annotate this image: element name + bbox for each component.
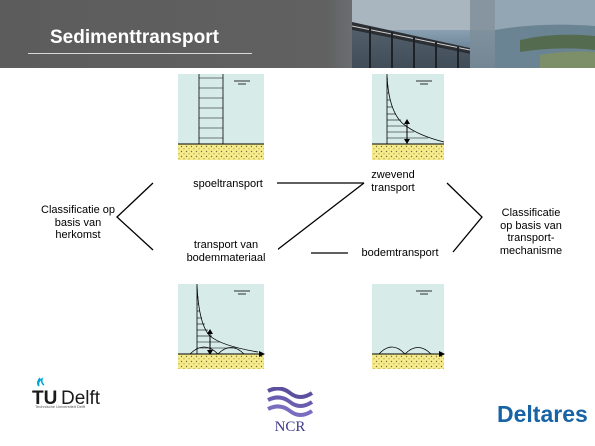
title-underline	[28, 53, 252, 54]
label-class-origin: Classificatie op basis van herkomst	[41, 204, 115, 241]
panel-bedload	[372, 284, 445, 369]
deltares-logo: Deltares	[497, 401, 588, 427]
connector-lines	[116, 182, 483, 254]
slide-title: Sedimenttransport	[50, 27, 219, 48]
slide-header: Sedimenttransport	[0, 0, 595, 68]
tudelft-word: Delft	[61, 388, 101, 409]
panel-bed-material	[178, 284, 265, 369]
panel-suspended	[372, 74, 445, 160]
tu-letters: TU	[32, 388, 58, 409]
sediment-diagram	[116, 74, 483, 369]
label-class-mechanism: Classificatie op basis van transport- me…	[499, 207, 563, 257]
panel-washload	[178, 74, 264, 160]
flame-icon	[36, 377, 45, 387]
ncr-logo: NCR	[266, 387, 314, 435]
label-bed-material: transport van bodemmateriaal	[174, 239, 278, 264]
ncr-text: NCR	[275, 419, 306, 435]
label-suspended: zwevend transport	[371, 169, 415, 194]
bridge-photo	[0, 0, 595, 68]
label-washload: spoeltransport	[179, 178, 277, 191]
label-bedload: bodemtransport	[348, 247, 452, 260]
tudelft-subtitle: Technische Universiteit Delft	[35, 404, 86, 409]
